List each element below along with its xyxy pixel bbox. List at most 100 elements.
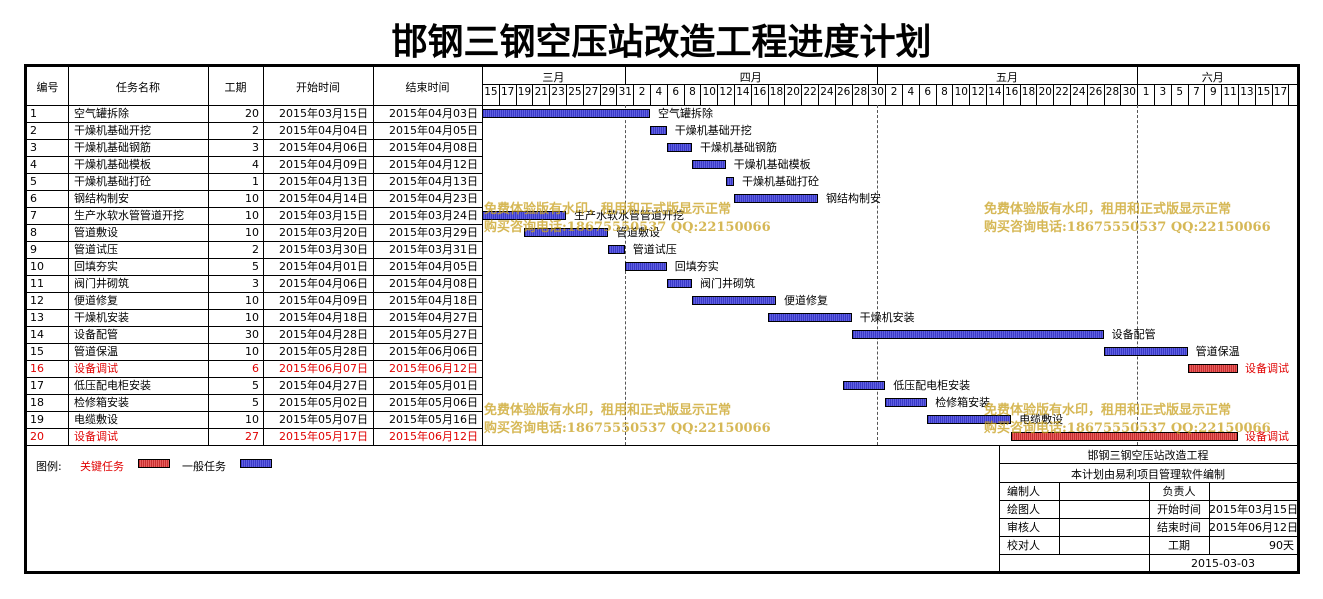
- row-divider: [27, 173, 482, 174]
- row-divider: [27, 122, 482, 123]
- legend-label: 图例:: [36, 460, 62, 473]
- task-name-cell: 干燥机基础开挖: [74, 124, 151, 137]
- task-no-cell: 8: [30, 226, 37, 239]
- task-bar[interactable]: [608, 245, 625, 254]
- task-bar-label: 低压配电柜安装: [893, 379, 971, 392]
- task-name-cell: 电缆敷设: [74, 413, 118, 426]
- day-divider: [1002, 84, 1004, 105]
- task-end-cell: 2015年05月27日: [389, 328, 478, 341]
- info-note: 本计划由易利项目管理软件编制: [1071, 468, 1225, 481]
- row-divider: [27, 309, 482, 310]
- task-start-cell: 2015年03月20日: [279, 226, 368, 239]
- task-start-cell: 2015年03月15日: [279, 107, 368, 120]
- task-name-cell: 生产水软水管管道开挖: [74, 209, 184, 222]
- month-divider: [624, 67, 626, 84]
- day-divider: [633, 84, 635, 105]
- task-bar[interactable]: [1187, 364, 1238, 373]
- day-label: 13: [1240, 86, 1254, 98]
- task-no-cell: 12: [30, 294, 44, 307]
- day-divider: [918, 84, 920, 105]
- task-duration-cell: 5: [252, 260, 259, 273]
- day-divider: [969, 84, 971, 105]
- day-divider: [1103, 84, 1105, 105]
- task-bar[interactable]: [624, 262, 667, 271]
- info-cell: 审核人: [1007, 521, 1040, 534]
- task-bar[interactable]: [843, 381, 886, 390]
- task-start-cell: 2015年04月18日: [279, 311, 368, 324]
- task-bar-label: 回填夯实: [674, 260, 719, 273]
- task-bar[interactable]: [482, 109, 650, 118]
- day-divider: [1288, 84, 1290, 105]
- day-divider: [818, 84, 819, 105]
- task-duration-cell: 6: [252, 362, 259, 375]
- month-boundary-line: [876, 105, 878, 445]
- day-label: 22: [1055, 86, 1069, 98]
- day-label: 18: [769, 86, 784, 98]
- task-bar[interactable]: [666, 279, 692, 288]
- row-divider: [27, 258, 482, 259]
- task-bar-label: 阀门井砌筑: [700, 277, 755, 290]
- day-label: 8: [941, 86, 948, 98]
- column-divider: [482, 67, 483, 445]
- task-name-cell: 管道试压: [74, 243, 118, 256]
- day-label: 15: [1257, 86, 1271, 98]
- info-cell: 编制人: [1007, 485, 1040, 498]
- task-name-cell: 管道保温: [74, 345, 118, 358]
- day-divider: [1137, 84, 1139, 105]
- info-col-divider: [1059, 482, 1060, 554]
- task-bar[interactable]: [650, 126, 667, 135]
- day-label: 26: [837, 86, 851, 98]
- task-bar[interactable]: [524, 228, 608, 237]
- day-divider: [650, 84, 651, 105]
- task-bar[interactable]: [927, 415, 1012, 424]
- task-bar[interactable]: [767, 313, 852, 322]
- task-name-cell: 空气罐拆除: [74, 107, 129, 120]
- day-label: 4: [907, 86, 915, 98]
- day-divider: [1154, 84, 1155, 105]
- day-label: 20: [1038, 86, 1052, 98]
- day-label: 12: [971, 86, 985, 98]
- task-bar[interactable]: [734, 194, 818, 203]
- task-no-cell: 15: [30, 345, 44, 358]
- task-start-cell: 2015年03月30日: [279, 243, 368, 256]
- row-divider: [27, 224, 482, 225]
- month-boundary-line: [1137, 105, 1139, 445]
- header-divider: [27, 105, 1297, 106]
- task-bar[interactable]: [725, 177, 734, 186]
- column-divider: [373, 67, 374, 445]
- watermark-text: 购买咨询电话:18675550537 QQ:22150066: [484, 220, 771, 235]
- task-bar-label: 干燥机基础模板: [733, 158, 811, 171]
- task-bar[interactable]: [692, 160, 726, 169]
- task-bar[interactable]: [482, 211, 566, 220]
- task-bar[interactable]: [692, 296, 776, 305]
- task-duration-cell: 10: [245, 192, 259, 205]
- task-end-cell: 2015年04月18日: [389, 294, 478, 307]
- task-end-cell: 2015年04月05日: [389, 260, 478, 273]
- day-divider: [750, 84, 752, 105]
- column-header-end: 结束时间: [405, 81, 450, 94]
- day-label: 16: [1005, 86, 1019, 98]
- info-project-name: 邯钢三钢空压站改造工程: [1087, 449, 1209, 462]
- task-bar[interactable]: [851, 330, 1104, 339]
- row-divider: [27, 275, 482, 276]
- day-label: 20: [786, 86, 800, 98]
- day-divider: [1254, 84, 1256, 105]
- task-no-cell: 10: [30, 260, 44, 273]
- day-label: 26: [1089, 86, 1103, 98]
- task-bar-label: 管道保温: [1195, 345, 1240, 358]
- day-label: 22: [803, 86, 817, 98]
- day-divider: [1070, 84, 1071, 105]
- day-divider: [1120, 84, 1122, 105]
- task-bar[interactable]: [1103, 347, 1188, 356]
- legend-normal-label: 一般任务: [182, 460, 226, 473]
- task-bar[interactable]: [1011, 432, 1238, 441]
- watermark-text: 购买咨询电话:18675550537 QQ:22150066: [484, 421, 771, 436]
- column-header-duration: 工期: [224, 81, 247, 94]
- task-start-cell: 2015年03月15日: [279, 209, 368, 222]
- task-bar[interactable]: [666, 143, 692, 152]
- month-label: 六月: [1201, 71, 1224, 84]
- task-bar[interactable]: [885, 398, 928, 407]
- task-no-cell: 18: [30, 396, 44, 409]
- task-no-cell: 1: [30, 107, 37, 120]
- column-divider: [208, 67, 209, 445]
